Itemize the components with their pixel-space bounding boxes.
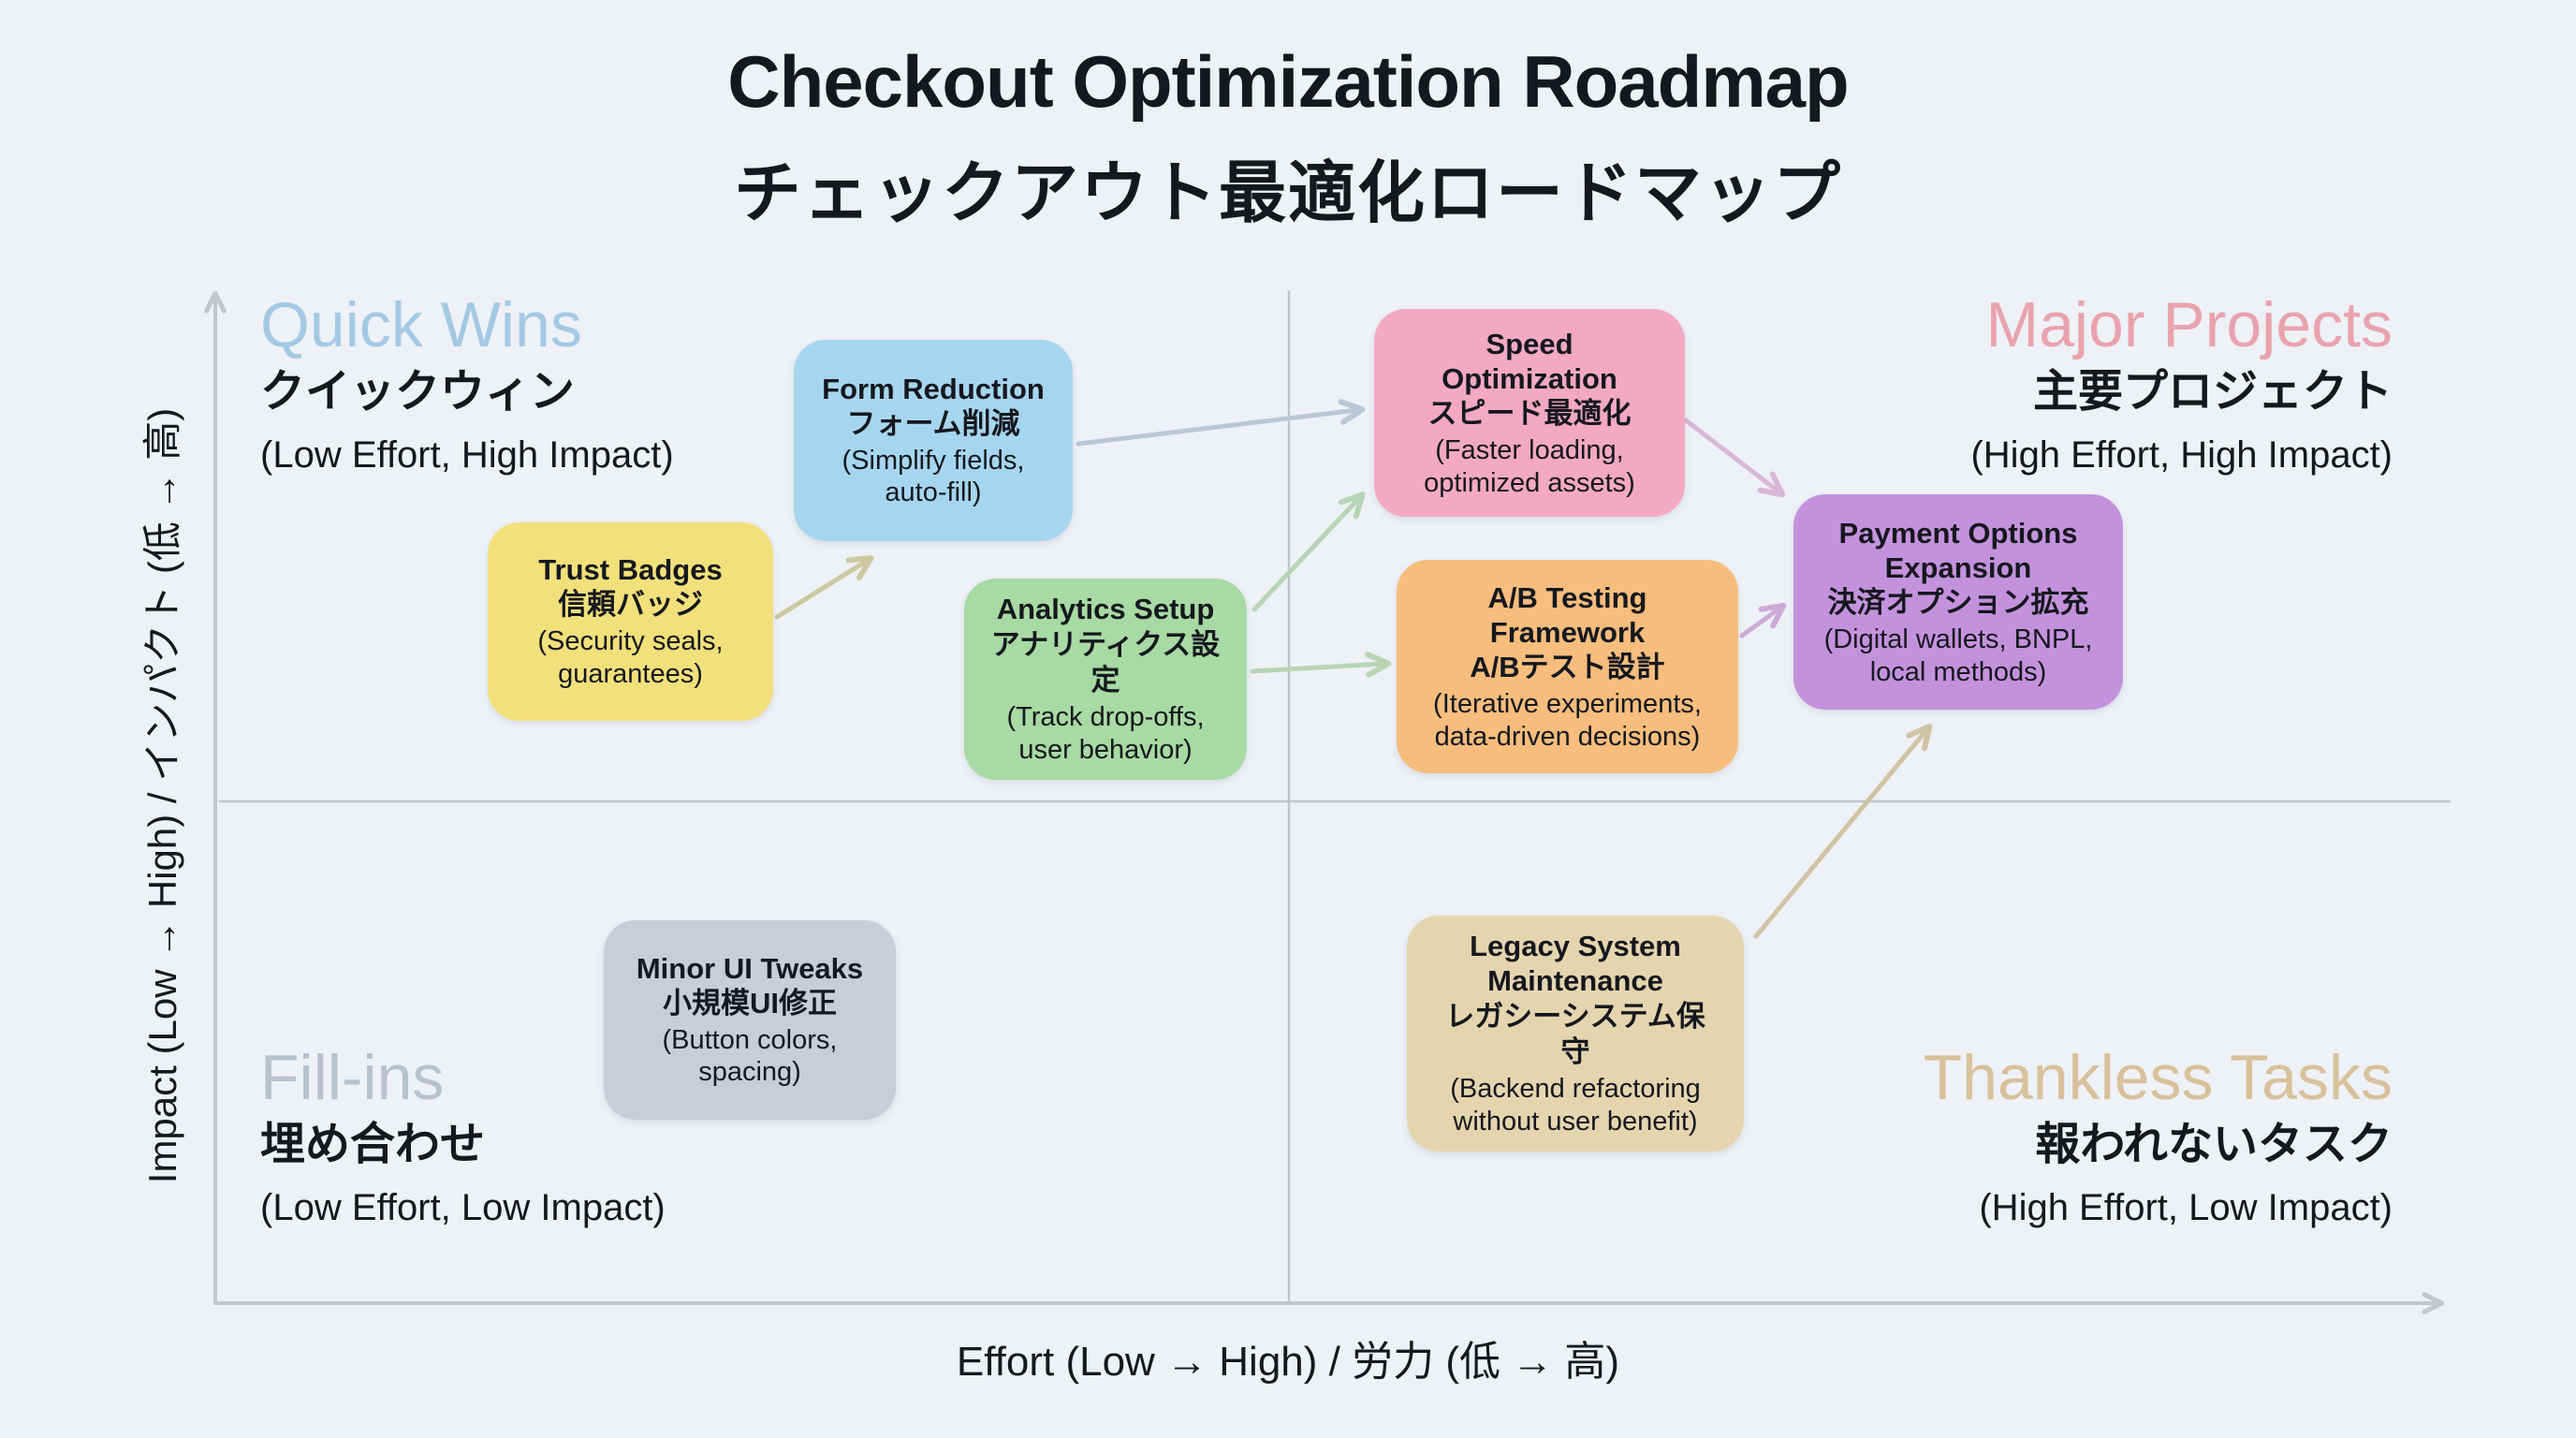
card-title-jp: 決済オプション拡充 (1827, 586, 2089, 620)
page-title-jp: チェックアウト最適化ロードマップ (733, 156, 1842, 231)
quadrant-title-en: Thankless Tasks (1923, 1042, 2393, 1113)
quadrant-title-jp: 報われないタスク (2035, 1120, 2393, 1170)
card-note: (Faster loading, optimized assets) (1424, 434, 1635, 498)
card-trust-badges[interactable]: Trust Badges 信頼バッジ (Security seals, guar… (488, 522, 773, 721)
card-title-jp: フォーム削減 (846, 406, 1020, 440)
card-title-jp: A/Bテスト設計 (1470, 651, 1665, 684)
card-title-jp: 信頼バッジ (558, 588, 703, 622)
arrow-trust-to-form (774, 555, 874, 620)
x-axis-label: Effort (Low → High) / 労力 (低 → 高) (956, 1339, 1620, 1385)
card-note: (Digital wallets, BNPL, local methods) (1823, 624, 2093, 687)
quadrant-note: (High Effort, Low Impact) (1979, 1187, 2393, 1229)
card-note: (Track drop-offs, user behavior) (1006, 702, 1205, 765)
card-legacy-system-maintenance[interactable]: Legacy System Maintenance レガシーシステム保守 (Ba… (1407, 916, 1744, 1152)
card-payment-options-expansion[interactable]: Payment Options Expansion 決済オプション拡充 (Dig… (1793, 494, 2123, 710)
arrow-legacy-to-payment (1753, 723, 1933, 939)
card-analytics-setup[interactable]: Analytics Setup アナリティクス設定 (Track drop-of… (964, 579, 1247, 780)
quadrant-note: (Low Effort, Low Impact) (260, 1187, 666, 1229)
arrow-analytics-to-ab (1250, 652, 1392, 678)
card-note: (Simplify fields, auto-fill) (842, 445, 1025, 508)
card-form-reduction[interactable]: Form Reduction フォーム削減 (Simplify fields, … (794, 340, 1073, 541)
quadrant-title-jp: クイックウィン (260, 367, 576, 418)
quadrant-title-jp: 主要プロジェクト (2032, 367, 2393, 418)
card-title: Speed Optimization (1442, 327, 1617, 395)
card-title-jp: アナリティクス設定 (990, 627, 1221, 697)
card-title-jp: レガシーシステム保守 (1445, 999, 1705, 1069)
quadrant-note: (High Effort, High Impact) (1970, 434, 2393, 477)
card-speed-optimization[interactable]: Speed Optimization スピード最適化 (Faster loadi… (1374, 309, 1685, 517)
quadrant-note: (Low Effort, High Impact) (260, 434, 674, 477)
card-title-jp: 小規模UI修正 (663, 986, 837, 1020)
quadrant-title-en: Quick Wins (260, 289, 582, 360)
arrow-form-to-speed (1076, 399, 1366, 447)
card-title: A/B Testing Framework (1487, 580, 1647, 649)
card-title: Payment Options Expansion (1838, 516, 2078, 584)
card-title: Trust Badges (538, 553, 723, 587)
card-title: Minor UI Tweaks (636, 951, 864, 985)
quadrant-title-en: Fill-ins (260, 1042, 445, 1113)
quadrant-label-thankless-tasks: Thankless Tasks 報われないタスク (High Effort, L… (1923, 1042, 2393, 1229)
card-note: (Backend refactoring without user benefi… (1450, 1074, 1701, 1137)
arrow-speed-to-payment (1683, 418, 1786, 498)
card-note: (Iterative experiments, data-driven deci… (1433, 688, 1702, 752)
arrow-analytics-to-speed (1251, 492, 1366, 612)
quadrant-label-major-projects: Major Projects 主要プロジェクト (High Effort, Hi… (1970, 289, 2393, 477)
quadrant-title-jp: 埋め合わせ (260, 1120, 486, 1170)
y-axis-label: Impact (Low → High) / インパクト (低 → 高) (140, 407, 184, 1184)
page-title: Checkout Optimization Roadmap (727, 40, 1849, 123)
card-note: (Button colors, spacing) (662, 1024, 838, 1088)
card-ab-testing-framework[interactable]: A/B Testing Framework A/Bテスト設計 (Iterativ… (1397, 560, 1738, 773)
card-title: Legacy System Maintenance (1470, 930, 1681, 998)
quadrant-label-fill-ins: Fill-ins 埋め合わせ (Low Effort, Low Impact) (260, 1042, 666, 1229)
card-minor-ui-tweaks[interactable]: Minor UI Tweaks 小規模UI修正 (Button colors, … (604, 920, 896, 1120)
quadrant-title-en: Major Projects (1985, 289, 2393, 360)
card-title: Form Reduction (822, 372, 1045, 405)
card-title-jp: スピード最適化 (1427, 397, 1632, 431)
title-block: Checkout Optimization Roadmap チェックアウト最適化… (0, 39, 2576, 236)
card-note: (Security seals, guarantees) (537, 626, 724, 689)
arrow-ab-to-payment (1739, 602, 1787, 638)
quadrant-label-quick-wins: Quick Wins クイックウィン (Low Effort, High Imp… (260, 289, 674, 477)
card-title: Analytics Setup (996, 593, 1215, 626)
